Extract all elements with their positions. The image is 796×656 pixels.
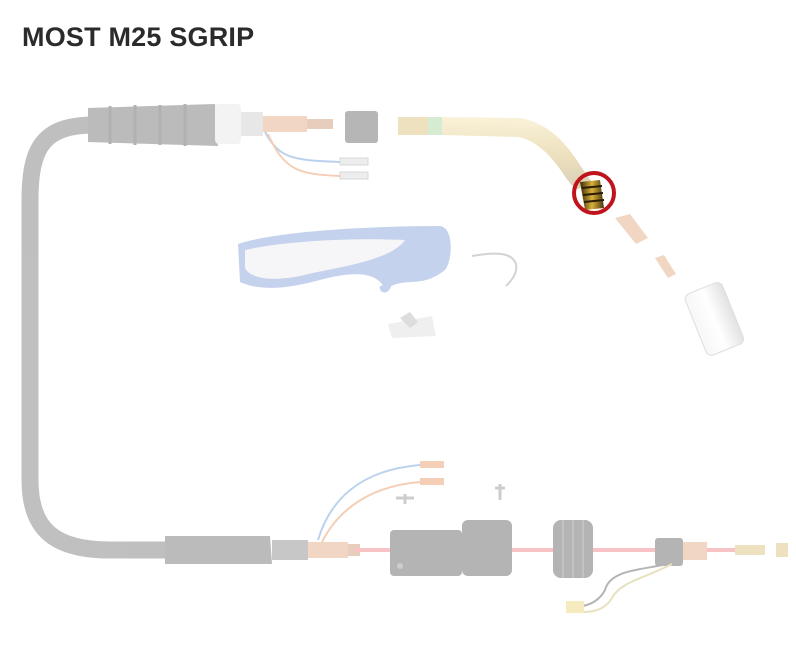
- gas-diffuser[interactable]: [580, 180, 605, 210]
- cable-hose: [21, 116, 179, 559]
- gas-nozzle: [684, 282, 744, 356]
- connector-wires: [566, 563, 673, 613]
- trigger-wires-top: [264, 131, 369, 180]
- connector-pin: [655, 538, 788, 566]
- trigger-spring: [471, 252, 518, 287]
- page-title: MOST M25 SGRIP: [22, 22, 255, 52]
- collar-nut: [345, 111, 378, 143]
- screw-2: [495, 484, 505, 500]
- trigger-wires-bottom: [317, 461, 444, 543]
- swan-neck: [398, 117, 592, 190]
- cable-sleeve-top: [88, 104, 333, 146]
- contact-tip-holder: [615, 214, 648, 244]
- contact-tip: [655, 255, 676, 278]
- highlight-ring: [572, 171, 616, 215]
- screw-1: [396, 494, 414, 504]
- trigger-part: [388, 312, 436, 338]
- torch-handle: [238, 226, 451, 293]
- central-connector-body: [390, 520, 512, 576]
- union-nut: [553, 520, 593, 578]
- cable-sleeve-bottom: [165, 536, 360, 564]
